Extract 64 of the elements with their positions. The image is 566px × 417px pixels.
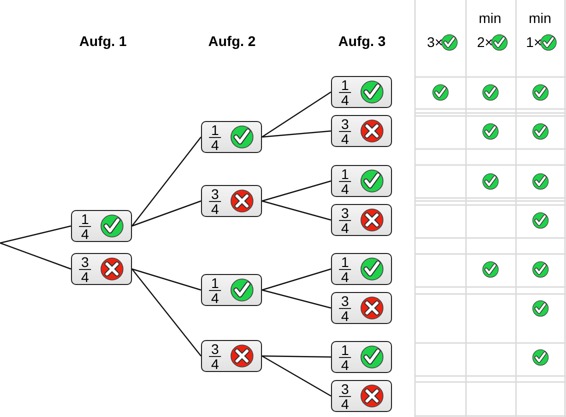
fraction-denominator: 4 [341,182,349,197]
connector-line [132,200,202,227]
fraction-numerator: 1 [339,78,351,93]
outcome-box [331,292,392,324]
fraction-numerator: 3 [209,187,221,202]
fraction-numerator: 3 [339,382,351,397]
count-label: 3× [427,34,443,50]
fraction-numerator: 1 [209,276,221,291]
fraction-denominator: 4 [211,291,219,306]
fraction-numerator: 1 [339,255,351,270]
fraction-denominator: 4 [341,358,349,373]
column-heading: Aufg. 2 [208,33,256,49]
count-label: 1× [526,34,542,50]
fraction-numerator: 3 [339,117,351,132]
fraction-numerator: 1 [339,343,351,358]
connector-line [262,180,332,202]
fraction-denominator: 4 [341,132,349,147]
connector-line [262,268,332,291]
outcome-box [71,253,132,285]
connector-line [132,268,202,356]
outcome-box [71,210,132,242]
connector-line [262,200,332,221]
fraction-denominator: 4 [211,138,219,153]
fraction-denominator: 4 [341,270,349,285]
fraction-denominator: 4 [81,270,89,285]
table-heading: min [478,10,502,26]
outcome-box [201,274,262,306]
outcome-box [331,341,392,373]
fraction-numerator: 3 [339,206,351,221]
connector-line [0,242,72,270]
connector-line [132,136,202,226]
connector-line [262,289,332,309]
connector-line [0,225,72,244]
column-heading: Aufg. 3 [338,33,386,49]
fraction-numerator: 1 [209,123,221,138]
outcome-box [331,380,392,412]
outcome-box [201,340,262,372]
outcome-box [331,165,392,197]
fraction-numerator: 1 [79,212,91,227]
connector-line [262,92,332,138]
outcome-box [331,76,392,108]
fraction-denominator: 4 [211,357,219,372]
fraction-denominator: 4 [341,397,349,412]
fraction-denominator: 4 [341,93,349,108]
outcome-box [331,115,392,147]
outcome-box [331,253,392,285]
outcome-box [201,121,262,153]
fraction-denominator: 4 [211,202,219,217]
fraction-numerator: 3 [79,255,91,270]
connector-line [262,355,332,397]
connector-line [262,130,332,138]
fraction-denominator: 4 [81,227,89,242]
fraction-numerator: 1 [339,167,351,182]
fraction-denominator: 4 [341,221,349,236]
outcome-box [331,204,392,236]
connector-line [262,355,331,358]
column-heading: Aufg. 1 [79,33,127,49]
outcome-box [201,185,262,217]
fraction-numerator: 3 [209,342,221,357]
table-heading: min [528,10,552,26]
count-label: 2× [477,34,493,50]
connector-line [132,268,202,291]
fraction-denominator: 4 [341,309,349,324]
fraction-numerator: 3 [339,294,351,309]
